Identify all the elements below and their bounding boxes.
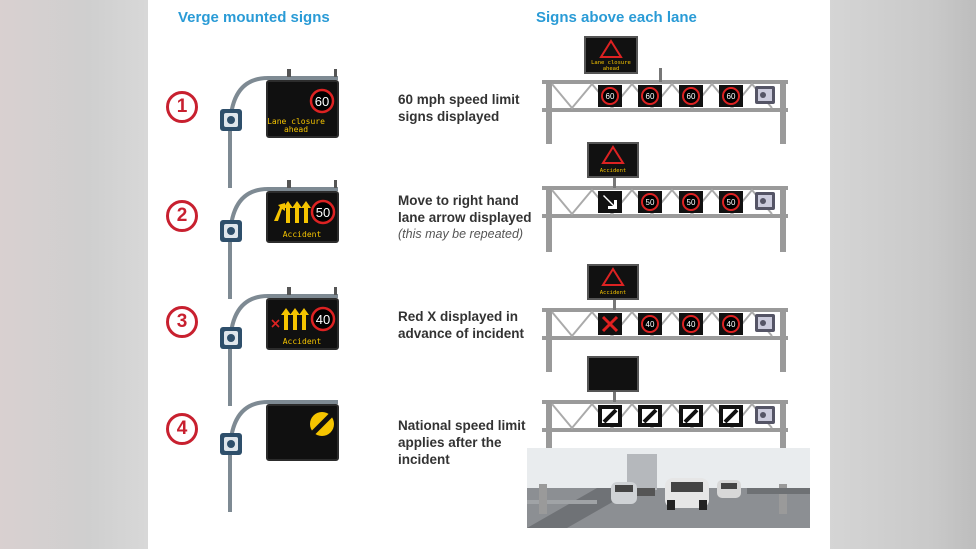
speed-camera-icon (755, 314, 775, 332)
verge-message-line-1: Lane closure (267, 117, 325, 126)
gantry-message-line-2: ahead (603, 66, 620, 72)
diagonal-arrow-icon (603, 195, 617, 209)
step-1-verge-sign: 60 Lane closure ahead (220, 69, 339, 188)
lane-sign-2: 40 (638, 313, 662, 335)
step-4-description-text: National speed limit applies after the i… (398, 418, 526, 467)
nsl-lane-sign-1 (598, 405, 622, 427)
verge-message-line-2: ahead (284, 125, 308, 134)
lane-sign-3: 60 (679, 85, 703, 107)
svg-text:50: 50 (646, 198, 655, 207)
red-x-icon (271, 319, 280, 328)
speed-camera-icon (755, 406, 775, 424)
svg-text:50: 50 (727, 198, 736, 207)
car-icon (717, 480, 741, 498)
verge-message-line-1: Accident (283, 337, 322, 346)
step-2-verge-sign: 50 Accident (220, 180, 339, 299)
svg-text:60: 60 (727, 92, 736, 101)
step-2-gantry: Accident 50 50 50 (542, 142, 788, 252)
step-3-number: 3 (166, 306, 198, 338)
step-2-note: (this may be repeated) (398, 227, 524, 241)
nsl-lane-sign-2 (638, 405, 662, 427)
right-arrow-lane-sign (598, 191, 622, 213)
lane-sign-2: 50 (638, 191, 662, 213)
svg-text:40: 40 (687, 320, 696, 329)
verge-speed-text: 50 (316, 205, 330, 220)
svg-text:40: 40 (646, 320, 655, 329)
svg-text:60: 60 (687, 92, 696, 101)
nsl-lane-sign-4 (719, 405, 743, 427)
red-x-icon (601, 315, 619, 333)
step-3-description-text: Red X displayed in advance of incident (398, 309, 525, 341)
infographic-panel: Verge mounted signs Signs above each lan… (148, 0, 830, 549)
lane-sign-4: 60 (719, 85, 743, 107)
step-4-description: National speed limit applies after the i… (398, 417, 548, 468)
national-speed-limit-icon (310, 412, 334, 436)
lane-sign-1: 60 (598, 85, 622, 107)
step-2-description-text: Move to right hand lane arrow displayed (398, 193, 532, 225)
verge-speed-text: 40 (316, 312, 330, 327)
nsl-lane-sign-3 (679, 405, 703, 427)
svg-text:50: 50 (687, 198, 696, 207)
step-1-description-text: 60 mph speed limit signs displayed (398, 92, 520, 124)
speed-camera-icon (755, 192, 775, 210)
svg-text:60: 60 (606, 92, 615, 101)
lane-sign-4: 40 (719, 313, 743, 335)
verge-signs-heading: Verge mounted signs (178, 9, 330, 26)
step-2-number: 2 (166, 200, 198, 232)
gantry-message-line-1: Accident (600, 168, 627, 174)
blank-gantry-matrix (587, 356, 639, 392)
step-3-description: Red X displayed in advance of incident (398, 308, 548, 342)
gantry-message-line-1: Lane closure (591, 60, 631, 66)
car-icon (611, 482, 637, 504)
step-4-gantry (542, 356, 788, 466)
step-2-description: Move to right hand lane arrow displayed … (398, 192, 548, 243)
right-background (830, 0, 976, 549)
lane-arrows-icon (281, 308, 309, 330)
svg-text:60: 60 (646, 92, 655, 101)
step-4-verge-sign (220, 400, 339, 512)
step-1-gantry: Lane closure ahead 60 60 60 60 (542, 36, 788, 144)
lane-signs-heading: Signs above each lane (536, 9, 697, 26)
step-4-number: 4 (166, 413, 198, 445)
verge-message-line-1: Accident (283, 230, 322, 239)
step-3-gantry: Accident 40 40 40 (542, 264, 788, 372)
step-3-verge-sign: 40 Accident (220, 287, 339, 406)
step-1-number: 1 (166, 91, 198, 123)
step-1-description: 60 mph speed limit signs displayed (398, 91, 548, 125)
lane-sign-3: 50 (679, 191, 703, 213)
svg-text:40: 40 (727, 320, 736, 329)
verge-speed-text: 60 (315, 94, 329, 109)
red-x-lane-sign (598, 313, 622, 335)
speed-camera-icon (755, 86, 775, 104)
left-background (0, 0, 148, 549)
lane-arrows-icon (274, 201, 311, 223)
lane-sign-4: 50 (719, 191, 743, 213)
motorway-photo (527, 448, 810, 528)
lane-sign-3: 40 (679, 313, 703, 335)
gantry-message-line-1: Accident (600, 290, 627, 296)
car-icon (665, 478, 709, 510)
lane-sign-2: 60 (638, 85, 662, 107)
